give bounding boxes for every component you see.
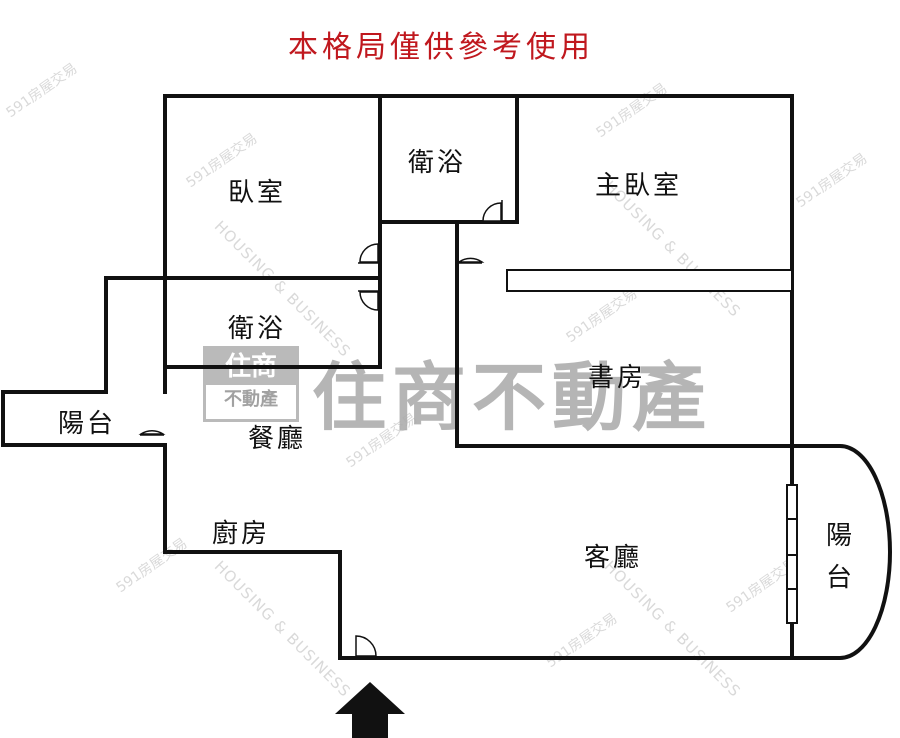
- door-balcony-left: [138, 430, 166, 435]
- room-label-bath-top: 衛浴: [408, 148, 467, 178]
- room-label-master-bedroom: 主臥室: [595, 171, 683, 201]
- up-arrow-icon: [335, 682, 405, 738]
- room-label-bedroom: 臥室: [228, 178, 287, 208]
- door-bedroom: [359, 243, 379, 263]
- door-bath-top: [482, 202, 502, 222]
- door-entrance: [355, 635, 377, 657]
- room-label-dining: 餐廳: [248, 424, 307, 454]
- room-label-balcony-left: 陽台: [58, 409, 117, 439]
- room-label-balcony-right: 陽台: [825, 521, 852, 593]
- room-label-study: 書房: [588, 363, 647, 393]
- disclaimer-title: 本格局僅供參考使用: [288, 30, 594, 65]
- room-label-living: 客廳: [584, 543, 643, 573]
- balcony-left-wall: [1, 276, 167, 447]
- room-label-kitchen: 廚房: [212, 519, 271, 549]
- door-bath-left: [359, 291, 379, 311]
- door-master: [456, 257, 485, 263]
- room-label-bath-left: 衛浴: [228, 314, 287, 344]
- outer-wall: [163, 94, 794, 660]
- watermark-brand: 住商不動產: [312, 355, 712, 441]
